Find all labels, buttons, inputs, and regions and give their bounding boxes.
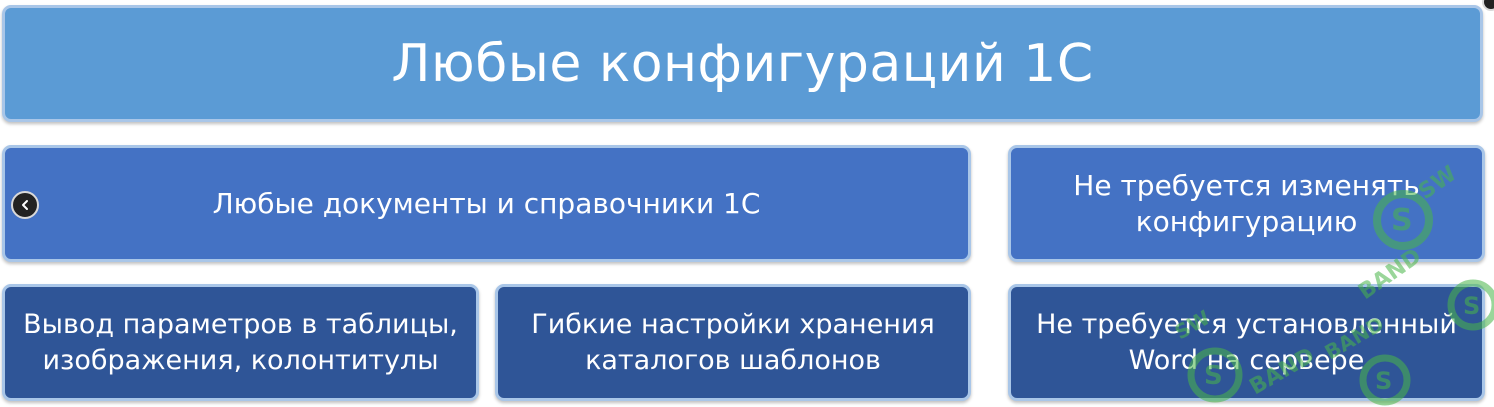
box-output-params-line1: Вывод параметров в таблицы, [23, 308, 458, 340]
title-box: Любые конфигураций 1С [2, 5, 1483, 122]
box-template-settings-line1: Гибкие настройки хранения [531, 308, 935, 340]
box-no-word-server-line2: Word на сервере [1128, 344, 1365, 376]
box-template-settings: Гибкие настройки хранения каталогов шабл… [495, 284, 971, 401]
chevron-left-icon [22, 200, 28, 210]
box-output-params: Вывод параметров в таблицы, изображения,… [2, 284, 479, 401]
title-text: Любые конфигураций 1С [391, 33, 1094, 94]
box-output-params-line2: изображения, колонтитулы [42, 344, 439, 376]
box-template-settings-line2: каталогов шаблонов [585, 344, 881, 376]
previous-slide-button[interactable] [11, 191, 39, 219]
corner-control[interactable] [1482, 0, 1494, 11]
box-documents: Любые документы и справочники 1С [2, 145, 971, 262]
box-no-word-server: Не требуется установленный Word на серве… [1008, 284, 1485, 401]
box-no-word-server-line1: Не требуется установленный [1036, 308, 1457, 340]
box-no-config-change-line2: конфигурацию [1135, 204, 1358, 238]
box-no-config-change-line1: Не требуется изменять [1073, 168, 1420, 202]
box-documents-text: Любые документы и справочники 1С [212, 186, 761, 220]
box-no-config-change: Не требуется изменять конфигурацию [1008, 145, 1485, 262]
